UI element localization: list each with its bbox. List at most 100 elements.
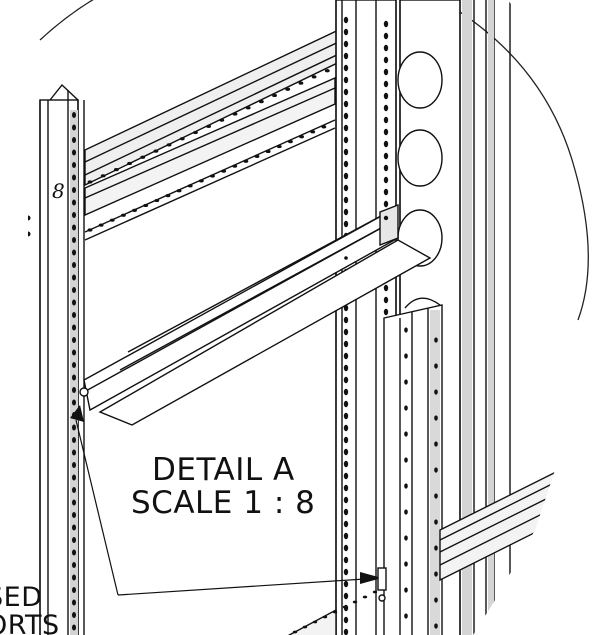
- rack-hole: [72, 524, 76, 531]
- rack-hole: [72, 162, 76, 168]
- rack-hole: [332, 610, 338, 614]
- rack-hole: [72, 299, 76, 306]
- rack-hole: [292, 630, 298, 634]
- rack-hole: [383, 176, 389, 184]
- rack-hole: [383, 44, 389, 52]
- rack-hole: [383, 92, 389, 100]
- rack-hole: [166, 143, 172, 147]
- rack-hole: [343, 340, 349, 348]
- cable-holes: [397, 51, 443, 309]
- rack-hole: [302, 625, 308, 629]
- rack-hole: [72, 599, 76, 606]
- rack-hole: [343, 460, 349, 468]
- rack-hole: [343, 220, 349, 228]
- rack-hole: [285, 87, 291, 91]
- left-rack-post: 8: [28, 83, 85, 635]
- rack-hole: [404, 561, 408, 567]
- rack-hole: [343, 472, 349, 480]
- rack-hole: [343, 448, 349, 456]
- rack-hole: [383, 284, 389, 292]
- rack-hole: [343, 196, 349, 204]
- rack-hole: [343, 316, 349, 324]
- rack-hole: [404, 613, 408, 619]
- rack-hole: [383, 128, 389, 136]
- rack-hole: [343, 412, 349, 420]
- rack-hole: [272, 93, 277, 98]
- rack-hole: [343, 40, 349, 48]
- rack-hole: [383, 68, 389, 76]
- rack-hole: [72, 549, 76, 556]
- rack-hole: [72, 537, 76, 543]
- callout-text-line-2: ORTS: [0, 610, 60, 635]
- rack-hole: [404, 535, 408, 541]
- rack-hole: [343, 100, 349, 108]
- rack-hole: [100, 174, 106, 178]
- rack-hole: [343, 556, 349, 564]
- rack-hole: [312, 620, 318, 624]
- rack-hole: [206, 124, 212, 128]
- rack-hole: [404, 483, 408, 489]
- rack-hole: [265, 149, 271, 154]
- svg-text:8: 8: [52, 179, 65, 203]
- detail-scale: SCALE 1 : 8: [131, 485, 316, 521]
- rack-hole: [383, 32, 389, 40]
- rack-hole: [311, 75, 317, 79]
- rack-hole: [434, 571, 438, 577]
- rack-hole: [179, 137, 185, 141]
- rack-hole: [98, 223, 104, 227]
- rack-hole: [127, 161, 132, 166]
- rack-hole: [383, 188, 389, 196]
- shelf-support-angle: [79, 203, 432, 426]
- rack-hole: [343, 532, 349, 540]
- rack-hole: [343, 88, 349, 96]
- rack-hole: [322, 615, 328, 619]
- rack-hole: [343, 520, 349, 528]
- rack-hole: [343, 136, 349, 144]
- rack-hole: [143, 203, 149, 208]
- rack-hole: [343, 592, 349, 600]
- rack-hole: [434, 363, 438, 369]
- rack-hole: [258, 100, 264, 104]
- rack-hole: [343, 148, 349, 156]
- rack-hole: [72, 399, 76, 406]
- rack-hole: [383, 104, 389, 112]
- rack-hole: [87, 180, 93, 184]
- rack-hole: [434, 467, 438, 473]
- rack-hole: [343, 76, 349, 84]
- rack-hole: [72, 199, 76, 206]
- rack-hole: [343, 52, 349, 60]
- rack-hole: [343, 28, 349, 36]
- rack-hole: [72, 249, 76, 256]
- rack-hole: [72, 324, 76, 331]
- rack-hole: [343, 508, 349, 516]
- rack-hole: [72, 224, 76, 231]
- rack-hole: [434, 623, 438, 629]
- rack-hole: [343, 568, 349, 576]
- rack-hole: [343, 16, 349, 24]
- rack-hole: [343, 628, 349, 635]
- rack-hole: [72, 574, 76, 581]
- rack-hole: [232, 112, 238, 116]
- rack-hole: [383, 56, 389, 64]
- rack-hole: [121, 213, 126, 217]
- rack-hole: [72, 562, 76, 568]
- rack-hole: [383, 116, 389, 124]
- rack-hole: [245, 106, 251, 110]
- rack-hole: [383, 164, 389, 172]
- rack-hole: [254, 154, 260, 158]
- rack-hole: [343, 388, 349, 396]
- rack-hole: [165, 194, 171, 198]
- rack-hole: [434, 597, 438, 603]
- rack-hole: [343, 328, 349, 336]
- rack-hole: [299, 135, 304, 139]
- rack-hole: [343, 208, 349, 216]
- rack-hole: [343, 436, 349, 444]
- rack-hole: [72, 337, 76, 343]
- rack-hole: [343, 580, 349, 588]
- rack-hole: [343, 352, 349, 360]
- rack-hole: [321, 125, 327, 129]
- rack-hole: [434, 441, 438, 447]
- rack-hole: [362, 595, 368, 599]
- rack-hole: [343, 424, 349, 432]
